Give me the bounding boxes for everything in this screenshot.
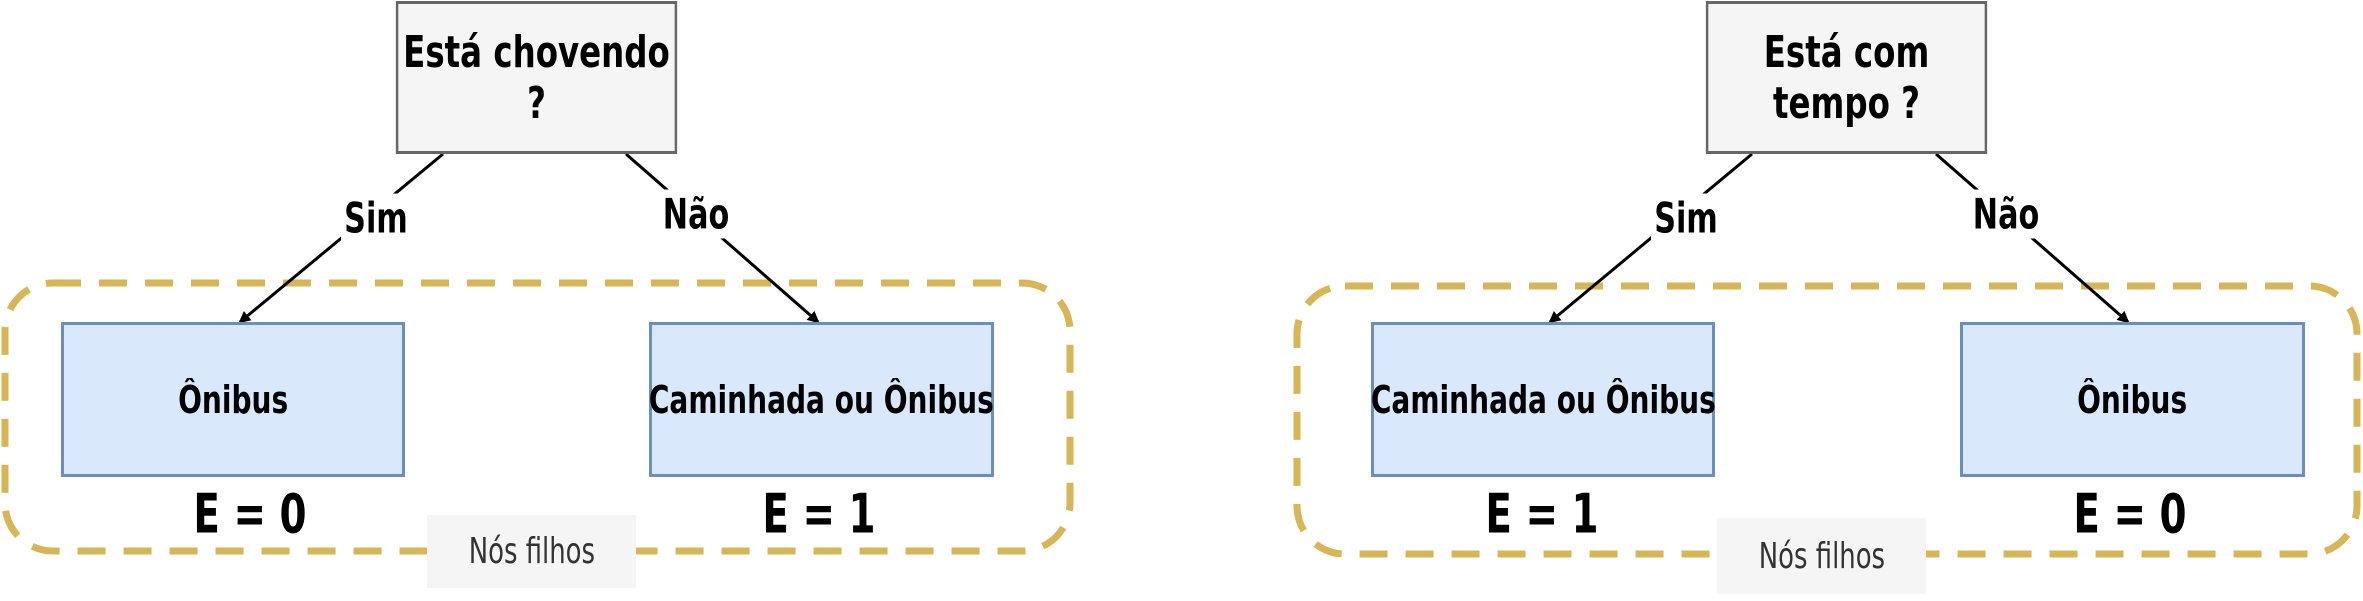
question-node-1: Está chovendo ? xyxy=(395,1,678,154)
leaf-node-2-left: Caminhada ou Ônibus xyxy=(1371,322,1715,477)
edge-label-no-2: Não xyxy=(1969,189,2043,239)
leaf-text-1-right: Caminhada ou Ônibus xyxy=(649,377,994,422)
leaf-node-2-right: Ônibus xyxy=(1960,322,2305,477)
group-label-text-2: Nós filhos xyxy=(1758,535,1885,577)
question-text-2: Está com tempo ? xyxy=(1763,26,1930,129)
leaf-node-1-left: Ônibus xyxy=(61,322,405,477)
entropy-1-right: E = 1 xyxy=(762,482,876,546)
child-nodes-group-1 xyxy=(1,279,1074,555)
leaf-text-1-left: Ônibus xyxy=(177,377,289,422)
entropy-2-left: E = 1 xyxy=(1485,482,1599,546)
edge-label-yes-2: Sim xyxy=(1650,193,1722,243)
group-label-text-1: Nós filhos xyxy=(468,531,595,572)
leaf-text-2-left: Caminhada ou Ônibus xyxy=(1370,377,1716,422)
entropy-2-right: E = 0 xyxy=(2073,482,2187,546)
question-node-2: Está com tempo ? xyxy=(1705,1,1988,154)
question-text-1: Está chovendo ? xyxy=(403,26,670,129)
group-label-1: Nós filhos xyxy=(427,515,636,588)
edge-label-yes-1: Sim xyxy=(340,193,412,243)
entropy-1-left: E = 0 xyxy=(193,482,307,546)
leaf-node-1-right: Caminhada ou Ônibus xyxy=(649,322,994,477)
leaf-text-2-right: Ônibus xyxy=(2077,377,2188,422)
edge-label-no-1: Não xyxy=(659,189,733,239)
group-label-2: Nós filhos xyxy=(1717,518,1926,594)
